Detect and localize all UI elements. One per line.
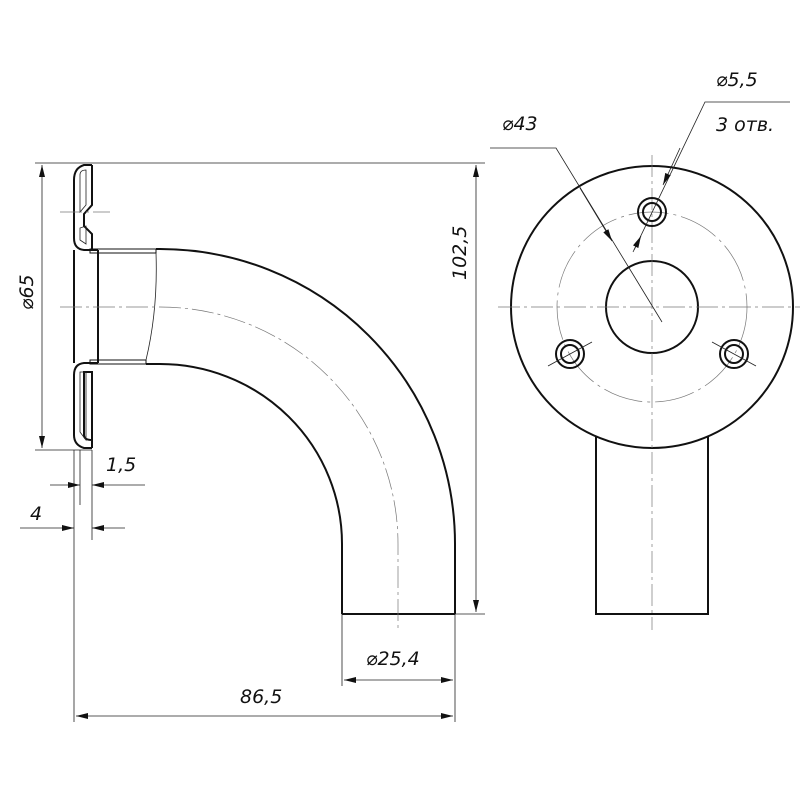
front-view: [498, 155, 800, 630]
tube-wall-hatch: [89, 248, 157, 365]
front-dimensions: ⌀43 ⌀5,5 3 отв.: [490, 69, 790, 323]
hole-leader: [633, 101, 790, 251]
side-dimensions: ⌀65 102,5 86,5 ⌀25,4 1,5 4: [16, 162, 485, 722]
bolt-circle-label: ⌀43: [502, 113, 538, 135]
flange-inner-profile: [79, 169, 87, 442]
bolt-holes: [547, 197, 757, 369]
flange-profile: [73, 164, 98, 449]
bolt-hole: [711, 339, 757, 369]
hole-diameter-label: ⌀5,5: [716, 69, 758, 91]
bolt-hole: [547, 339, 593, 369]
side-view: [60, 164, 456, 630]
bolt-circle-leader: [490, 147, 663, 323]
flange-diameter-label: ⌀65: [16, 274, 38, 310]
bolt-hole: [637, 197, 667, 227]
height-label: 102,5: [449, 226, 471, 280]
tube-centerline: [60, 306, 399, 630]
wall-thickness-label: 1,5: [106, 454, 136, 476]
hole-count-label: 3 отв.: [716, 114, 774, 136]
width-label: 86,5: [240, 686, 282, 708]
tube-inner-contour: [146, 363, 343, 614]
flange-thickness-label: 4: [30, 503, 42, 525]
tube-cut-line: [145, 252, 157, 361]
tube-outer-contour: [156, 248, 456, 614]
tube-diameter-label: ⌀25,4: [366, 648, 420, 670]
tube-stem: [595, 436, 709, 615]
